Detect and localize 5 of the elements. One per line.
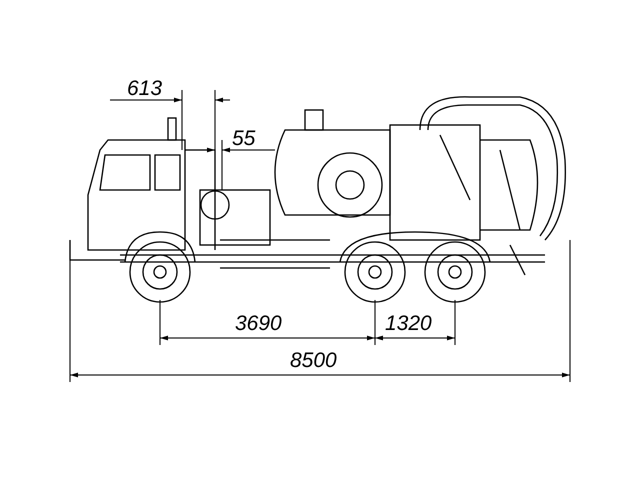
dimension-label: 3690 (235, 313, 282, 335)
dimension-label: 8500 (290, 350, 337, 372)
dimension-label: 613 (127, 78, 162, 100)
dimension-label: 1320 (385, 313, 432, 335)
dimension-label: 55 (232, 128, 256, 150)
